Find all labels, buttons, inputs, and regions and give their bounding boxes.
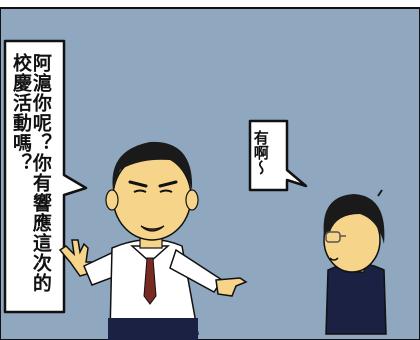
teacher-head	[105, 141, 199, 241]
speech-bubble-right	[248, 119, 308, 192]
teacher-pointing-hand	[215, 277, 248, 297]
student-head	[323, 189, 385, 273]
teacher-speech-text: 阿滬你呢？你有響應這次的校慶活動嗎？	[9, 53, 52, 293]
student-speech-text: 有啊～	[251, 130, 270, 175]
student-body	[325, 262, 387, 335]
speech-bubble-left	[3, 39, 88, 314]
teacher-tie	[143, 257, 157, 305]
